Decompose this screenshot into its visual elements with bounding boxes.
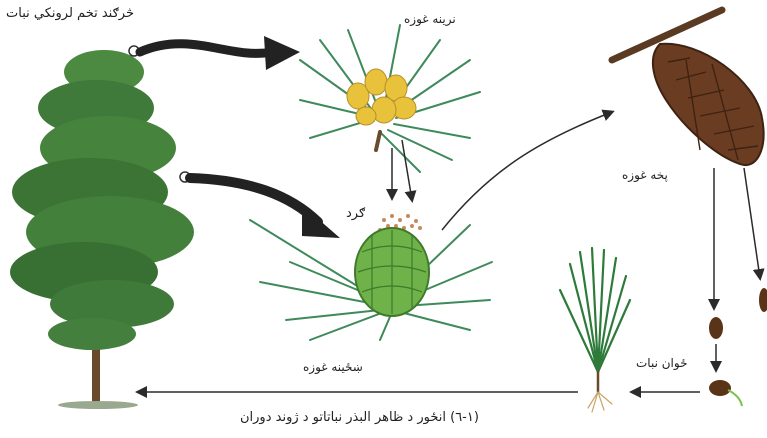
seed bbox=[709, 317, 723, 339]
figure-caption: (١-٦) انځور د ظاهر البذر نباتاتو د ژوند … bbox=[240, 410, 479, 425]
seed bbox=[759, 288, 767, 312]
germinating-seed bbox=[709, 380, 742, 406]
pollen-sacs bbox=[347, 69, 416, 125]
arrow-to-mature-cone bbox=[442, 112, 612, 230]
label-female-cone: ښځينه غوزه bbox=[303, 360, 363, 374]
label-pollen: ګرد bbox=[346, 206, 365, 221]
label-male-cone: نرينه غوزه bbox=[404, 12, 456, 26]
arrow-tree-to-female-cone bbox=[190, 178, 318, 222]
label-gymnosperm-plant: څرګند تخم لرونکي نبات bbox=[6, 6, 134, 21]
pine-tree bbox=[10, 46, 194, 409]
label-mature-cone: پخه غوزه bbox=[622, 168, 668, 182]
label-young-plant: ځوان نبات bbox=[636, 356, 688, 370]
young-plant bbox=[560, 248, 630, 412]
arrow-tree-to-male-cone bbox=[140, 44, 272, 54]
mature-cone bbox=[612, 10, 764, 165]
